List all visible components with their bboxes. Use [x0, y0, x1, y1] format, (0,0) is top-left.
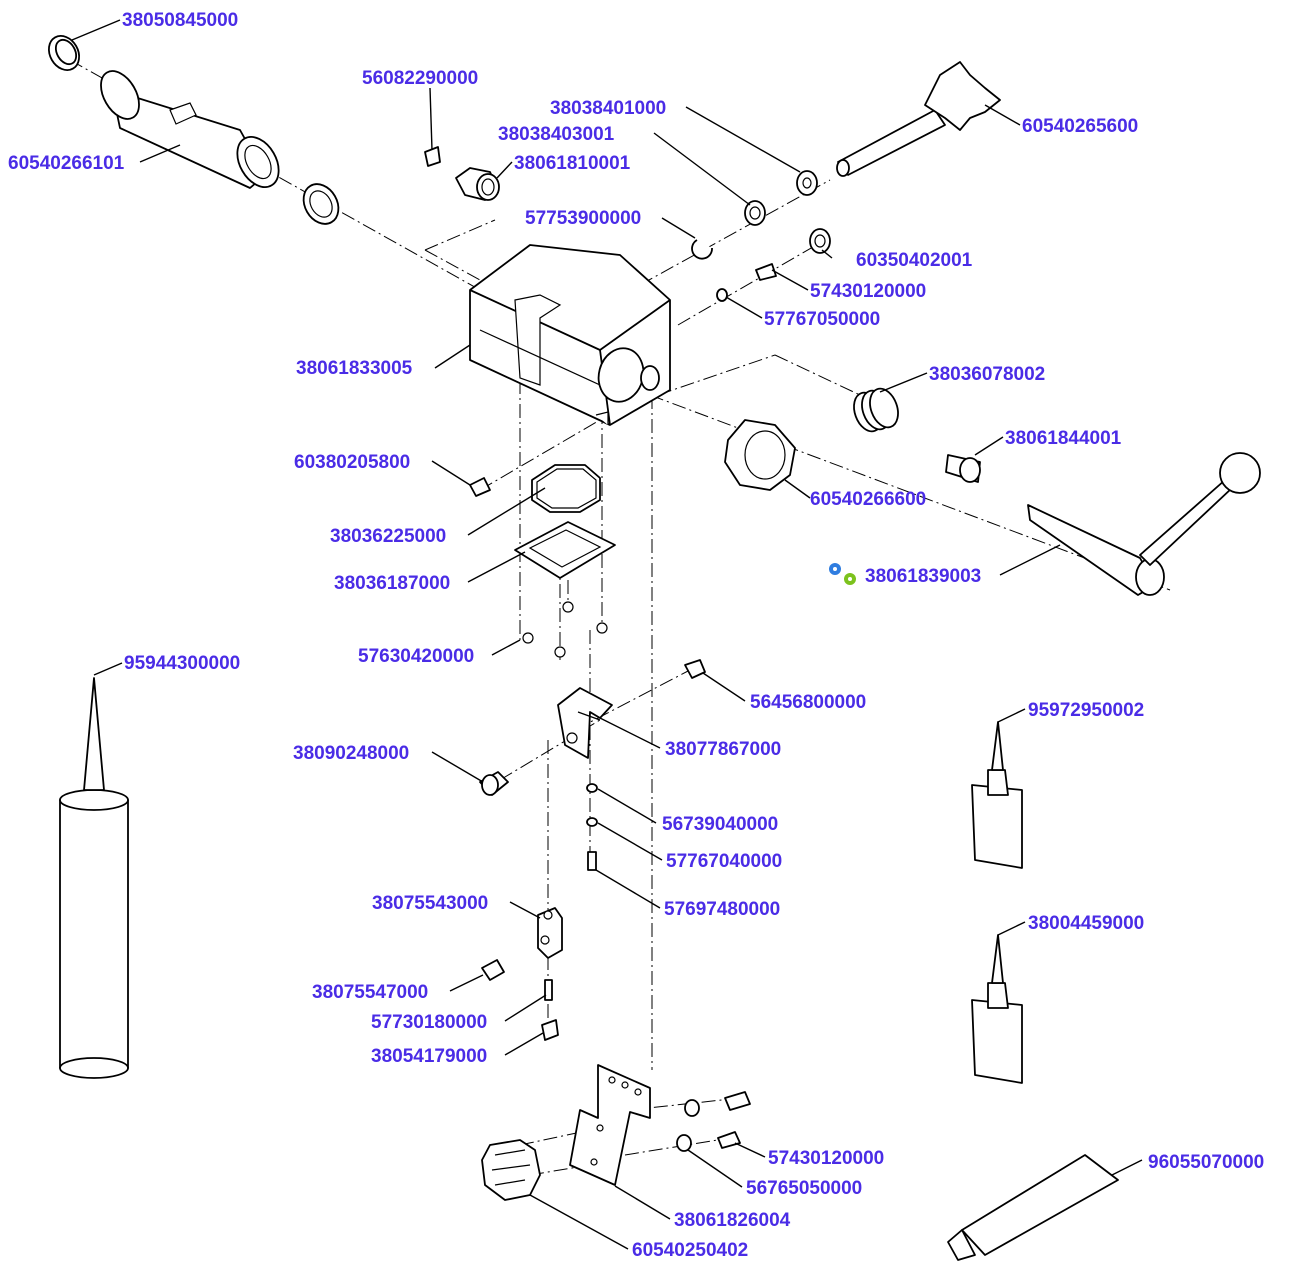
part-label[interactable]: 38036078002	[929, 364, 1045, 385]
cover-plate	[469, 464, 616, 658]
slide-block	[481, 907, 563, 1041]
bottom-bracket	[569, 1064, 751, 1186]
part-label[interactable]: 57697480000	[664, 899, 780, 920]
knob-rod	[691, 61, 1001, 302]
part-label[interactable]: 38061810001	[514, 153, 631, 174]
part-label[interactable]: 56456800000	[750, 692, 866, 713]
part-label[interactable]: 57767050000	[764, 309, 880, 330]
part-label[interactable]: 60540266101	[8, 153, 125, 174]
gears-icon[interactable]	[829, 563, 856, 585]
part-label[interactable]: 38061833005	[296, 358, 413, 379]
bushing-assembly	[424, 146, 500, 201]
paste-tube	[947, 1154, 1119, 1261]
hex-nut	[724, 419, 796, 491]
part-label[interactable]: 60350402001	[856, 250, 973, 271]
part-labels: 38050845000 60540266101 56082290000 3803…	[8, 10, 1264, 1261]
part-label[interactable]: 38061844001	[1005, 428, 1122, 449]
part-label[interactable]: 95972950002	[1028, 700, 1144, 721]
part-label[interactable]: 38061826004	[674, 1210, 791, 1231]
bottle-2	[971, 934, 1023, 1084]
part-label[interactable]: 96055070000	[1148, 1152, 1264, 1173]
part-label[interactable]: 57767040000	[666, 851, 782, 872]
leader-lines	[71, 19, 1143, 1250]
star-knob	[481, 1139, 541, 1201]
sleeve-assembly	[48, 35, 340, 225]
part-label[interactable]: 38075543000	[372, 893, 488, 914]
part-label[interactable]: 38075547000	[312, 982, 428, 1003]
part-label[interactable]: 56739040000	[662, 814, 778, 835]
part-label[interactable]: 38061839003	[865, 566, 981, 587]
part-label[interactable]: 56082290000	[362, 68, 478, 89]
part-label[interactable]: 38050845000	[122, 10, 238, 31]
part-label[interactable]: 60380205800	[294, 452, 410, 473]
part-label[interactable]: 57753900000	[525, 208, 641, 229]
bottle-1	[971, 721, 1023, 869]
part-label[interactable]: 95944300000	[124, 653, 240, 674]
part-label[interactable]: 38036187000	[334, 573, 450, 594]
part-label[interactable]: 38038403001	[498, 124, 615, 145]
sealant-cartridge	[59, 677, 129, 1079]
part-label[interactable]: 56765050000	[746, 1178, 862, 1199]
handle-assembly	[853, 387, 1261, 596]
part-label[interactable]: 38077867000	[665, 739, 781, 760]
part-label[interactable]: 60540250402	[632, 1240, 748, 1261]
part-label[interactable]: 57730180000	[371, 1012, 487, 1033]
part-label[interactable]: 57630420000	[358, 646, 474, 667]
part-label[interactable]: 38038401000	[550, 98, 666, 119]
part-label[interactable]: 38090248000	[293, 743, 409, 764]
part-label[interactable]: 38036225000	[330, 526, 446, 547]
part-label[interactable]: 60540266600	[810, 489, 926, 510]
part-label[interactable]: 60540265600	[1022, 116, 1138, 137]
main-block	[469, 244, 671, 426]
mid-bracket	[479, 659, 706, 871]
part-label[interactable]: 57430120000	[810, 281, 926, 302]
part-label[interactable]: 57430120000	[768, 1148, 884, 1169]
part-label[interactable]: 38004459000	[1028, 913, 1144, 934]
part-label[interactable]: 38054179000	[371, 1046, 487, 1067]
